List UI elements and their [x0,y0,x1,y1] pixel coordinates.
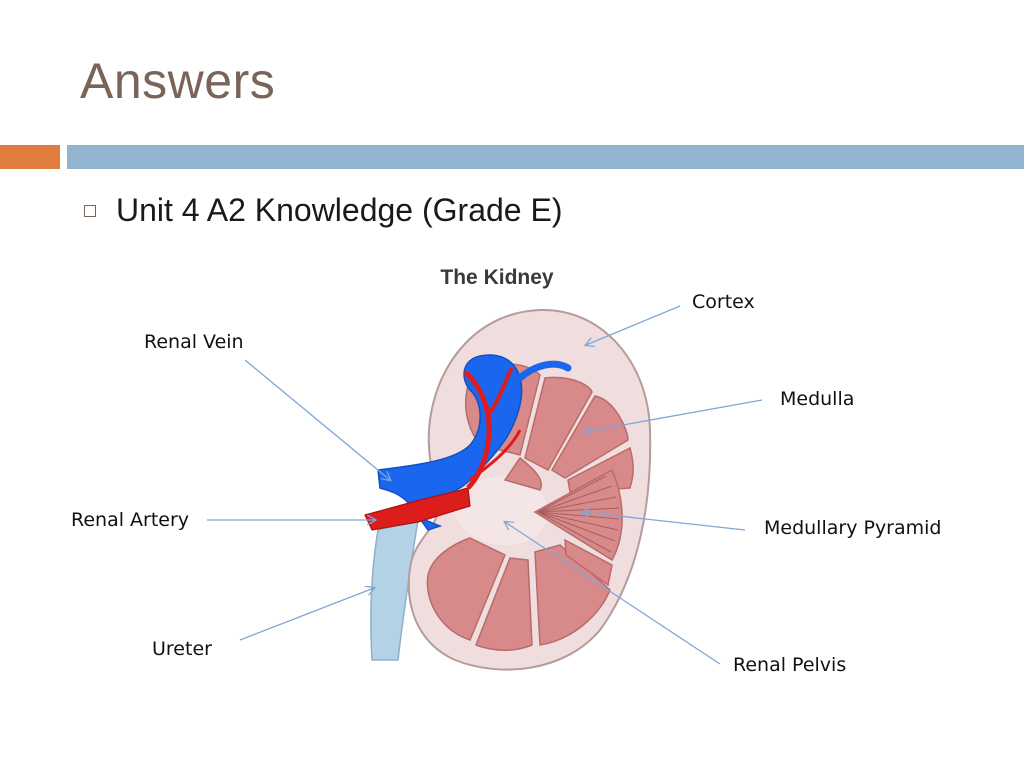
bullet-text: Unit 4 A2 Knowledge (Grade E) [116,192,563,228]
accent-bar [0,145,60,169]
title-rule [67,145,1024,169]
figure-title: The Kidney [440,266,554,289]
renal-pelvis-area [455,475,548,545]
bullet-square-icon [84,205,96,217]
label-renal-pelvis: Renal Pelvis [733,654,846,676]
label-cortex: Cortex [692,291,755,313]
medullary-pyramid-leader [582,512,746,531]
slide-title: Answers [80,53,276,109]
medulla-lobes-lower [426,537,613,651]
label-renal-vein: Renal Vein [144,331,244,353]
renal-artery [364,366,522,531]
medulla-leader [584,399,763,432]
label-medullary-pyramid: Medullary Pyramid [764,517,942,539]
label-renal-artery: Renal Artery [71,509,189,531]
label-medulla: Medulla [780,388,854,410]
renal-vein-leader [244,359,390,480]
renal-pelvis-leader [505,522,721,665]
leader-lines [207,305,763,665]
ureter-leader [239,588,374,641]
cortex-leader [586,305,681,345]
label-ureter: Ureter [152,638,212,660]
medullary-pyramid [533,468,623,562]
